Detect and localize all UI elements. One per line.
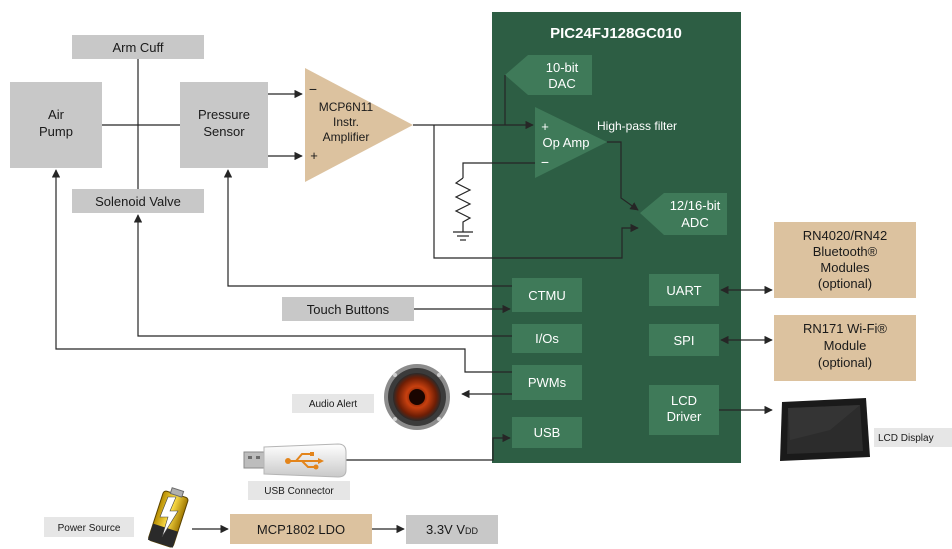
- dac-block: [505, 55, 592, 95]
- wire-opamp-adc: [607, 141, 639, 211]
- battery-icon: [147, 487, 189, 548]
- instr-amp-plus: +: [310, 148, 318, 163]
- wifi-label-3: (optional): [818, 355, 872, 370]
- vdd-label: 3.3V VDD: [426, 522, 479, 537]
- usb-label: USB: [534, 425, 561, 440]
- instr-amp-minus: −: [309, 81, 317, 97]
- solenoid-valve-block: [72, 189, 204, 213]
- audio-alert-label: Audio Alert: [309, 399, 358, 410]
- touch-buttons-label: Touch Buttons: [307, 302, 390, 317]
- lcd-display-label: LCD Display: [878, 433, 934, 444]
- air-pump-label-1: Air: [48, 107, 65, 122]
- touch-buttons-block: [282, 297, 414, 321]
- wire-pwm-pump: [51, 169, 512, 373]
- bluetooth-label-3: Modules: [820, 260, 870, 275]
- vdd-label-main: 3.3V V: [426, 522, 465, 537]
- opamp-block: [535, 107, 607, 178]
- solenoid-valve-label: Solenoid Valve: [95, 194, 181, 209]
- bluetooth-module-block: [774, 222, 916, 298]
- pressure-sensor-label-2: Sensor: [203, 124, 245, 139]
- air-pump-label-2: Pump: [39, 124, 73, 139]
- ios-label: I/Os: [535, 331, 559, 346]
- lcd-display-icon: [780, 398, 870, 461]
- pressure-sensor-label-1: Pressure: [198, 107, 250, 122]
- opamp-minus: −: [541, 154, 549, 170]
- ldo-label: MCP1802 LDO: [257, 522, 345, 537]
- instr-amp-block: [305, 68, 413, 182]
- arm-cuff-label: Arm Cuff: [112, 40, 163, 55]
- hpf-label: High-pass filter: [597, 119, 677, 133]
- wire-opamp-minus: [462, 162, 535, 178]
- usb-connector-caption: [248, 481, 350, 500]
- audio-alert-caption: [292, 394, 374, 413]
- ios-block: [512, 324, 582, 353]
- usb-stick-icon: [243, 443, 347, 478]
- lcd-driver-label-2: Driver: [667, 409, 702, 424]
- dac-label-1: 10-bit: [546, 60, 579, 75]
- dac-label-2: DAC: [548, 76, 575, 91]
- ctmu-label: CTMU: [528, 288, 566, 303]
- bluetooth-label-1: RN4020/RN42: [803, 228, 888, 243]
- usb-block: [512, 417, 582, 448]
- adc-label-2: ADC: [681, 215, 708, 230]
- vdd-block: [406, 515, 498, 544]
- resistor-icon: [454, 177, 472, 232]
- mcu-title: PIC24FJ128GC010: [550, 25, 682, 42]
- wire-amp-adc: [433, 125, 639, 259]
- power-source-caption: [44, 517, 134, 537]
- power-source-label: Power Source: [58, 523, 121, 534]
- adc-label-1: 12/16-bit: [670, 198, 721, 213]
- wifi-module-block: [774, 315, 916, 381]
- instr-amp-label-3: Amplifier: [323, 130, 370, 144]
- arm-cuff-block: [72, 35, 204, 59]
- uart-label: UART: [666, 283, 701, 298]
- spi-label: SPI: [674, 333, 695, 348]
- wifi-label-2: Module: [824, 338, 867, 353]
- pressure-sensor-block: [180, 82, 268, 168]
- connections: [51, 59, 773, 534]
- instr-amp-label-1: MCP6N11: [319, 100, 374, 114]
- ldo-block: [230, 514, 372, 544]
- adc-block: [640, 193, 727, 235]
- bluetooth-label-2: Bluetooth®: [813, 244, 878, 259]
- opamp-plus: +: [541, 119, 549, 134]
- lcd-driver-block: [649, 385, 719, 435]
- speaker-icon: [384, 364, 450, 430]
- pwms-label: PWMs: [528, 375, 567, 390]
- instr-amp-label-2: Instr.: [333, 115, 359, 129]
- opamp-label: Op Amp: [543, 135, 590, 150]
- lcd-display-caption: [874, 428, 952, 447]
- bluetooth-label-4: (optional): [818, 276, 872, 291]
- vdd-label-sub: DD: [465, 526, 478, 536]
- wire-ios-solenoid: [133, 214, 512, 337]
- spi-block: [649, 324, 719, 356]
- uart-block: [649, 274, 719, 306]
- lcd-driver-label-1: LCD: [671, 393, 697, 408]
- wire-usb: [345, 433, 511, 461]
- air-pump-block: [10, 82, 102, 168]
- usb-connector-label: USB Connector: [264, 486, 334, 497]
- pwms-block: [512, 365, 582, 400]
- wire-ctmu-sensor: [223, 169, 512, 287]
- ground-icon: [453, 231, 473, 241]
- wifi-label-1: RN171 Wi-Fi®: [803, 321, 887, 336]
- ctmu-block: [512, 278, 582, 312]
